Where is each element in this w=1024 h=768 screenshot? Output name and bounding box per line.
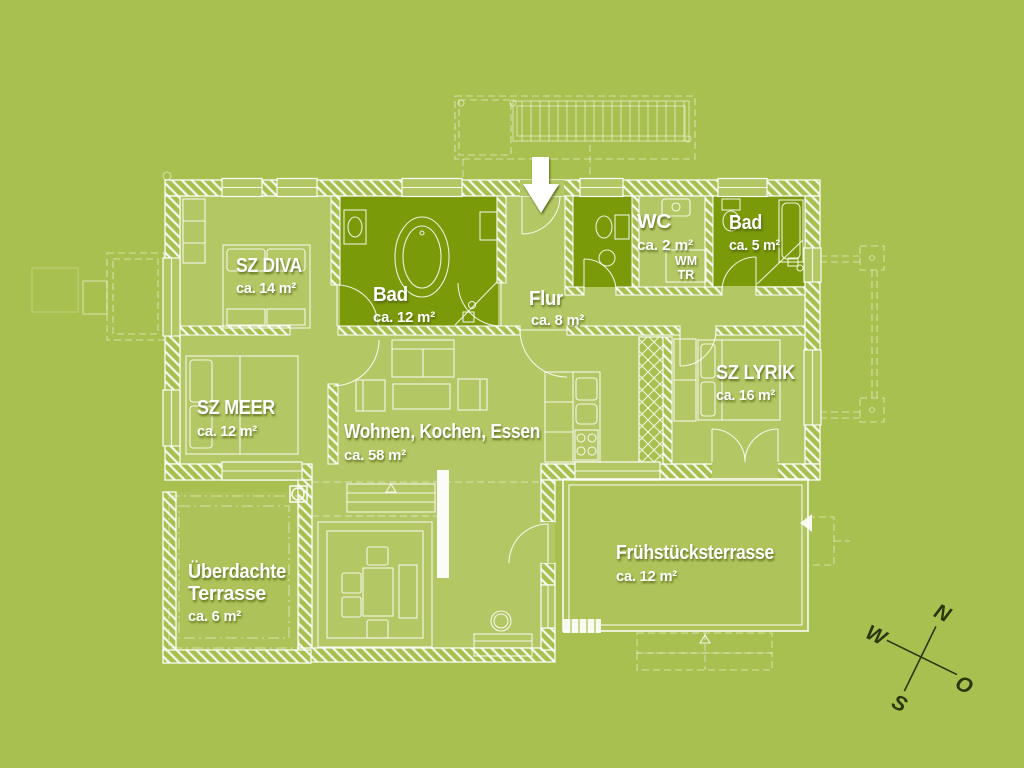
covered-terrace-floor	[176, 492, 300, 652]
label-flur-area: ca. 8 m²	[531, 312, 584, 329]
coffee-table-icon	[392, 383, 451, 410]
interior-doors	[332, 256, 757, 387]
label-sz-lyrik-area: ca. 16 m²	[716, 387, 775, 404]
label-wm: WM	[675, 254, 697, 268]
hwr-fixtures	[661, 198, 707, 283]
sz-meer-furniture	[185, 355, 299, 455]
label-sz-lyrik: SZ LYRIK	[716, 362, 796, 384]
toilet-icon	[614, 214, 630, 240]
armchair-icon	[355, 379, 386, 412]
extension-furniture	[312, 470, 541, 657]
sink-icon	[343, 209, 367, 245]
label-wohnen-area: ca. 58 m²	[344, 447, 406, 464]
stove-icon	[574, 429, 599, 461]
extension-east-door-window	[508, 522, 556, 629]
label-terrasse-ueberdacht-1: Überdachte	[188, 560, 286, 583]
kitchen-sink-icon	[575, 377, 598, 401]
room-fill-wc	[567, 196, 632, 287]
living-furniture	[355, 339, 488, 412]
washbasin-icon	[598, 249, 616, 267]
sz-lyrik-furniture	[673, 338, 781, 422]
label-flur: Flur	[529, 288, 563, 310]
breakfast-terrace-floor	[563, 479, 808, 631]
east-pergola	[820, 245, 885, 423]
label-sz-meer-area: ca. 12 m²	[197, 423, 257, 440]
room-fill-bad-gross	[340, 196, 498, 326]
entrance-arrow	[523, 157, 559, 213]
sz-lyrik-double-door	[711, 428, 779, 480]
kitchen-icons	[544, 371, 601, 463]
bathtub-icon	[394, 216, 450, 298]
covered-terrace-outline	[168, 495, 300, 649]
bad-gross-fixtures	[343, 209, 498, 326]
shower-icon	[454, 281, 498, 326]
rug	[317, 521, 433, 648]
windows-doors	[162, 177, 822, 629]
entrance-stairs	[454, 95, 696, 194]
wc-fixtures	[595, 214, 630, 267]
furniture	[182, 198, 804, 657]
label-fruehstuecksterrasse-area: ca. 12 m²	[616, 568, 677, 585]
label-bad-klein: Bad	[729, 212, 762, 234]
label-bad-gross: Bad	[373, 284, 408, 306]
label-sz-meer: SZ MEER	[197, 397, 276, 419]
window-row-south	[221, 461, 661, 481]
mirror-icon	[490, 610, 512, 632]
bench-icon	[398, 564, 418, 619]
label-bad-klein-area: ca. 5 m²	[729, 237, 780, 254]
window-row-west	[162, 257, 181, 447]
label-terrasse-ueberdacht-area: ca. 6 m²	[188, 608, 241, 625]
label-wc-area: ca. 2 m²	[637, 237, 693, 254]
window-row-north	[221, 177, 768, 198]
label-sz-diva: SZ DIVA	[236, 255, 302, 277]
label-sz-diva-area: ca. 14 m²	[236, 280, 296, 297]
wm-tr-closet	[665, 249, 707, 283]
window-row-east	[803, 247, 822, 426]
label-tr: TR	[678, 268, 695, 282]
pillar	[437, 470, 449, 578]
terraces	[168, 478, 850, 671]
label-bad-gross-area: ca. 12 m²	[373, 309, 435, 326]
braced-wall	[638, 336, 664, 465]
label-fruehstuecksterrasse: Frühstücksterrasse	[616, 542, 774, 564]
label-wc: WC	[637, 211, 671, 233]
breakfast-terrace-outline	[562, 478, 850, 671]
label-wohnen: Wohnen, Kochen, Essen	[344, 421, 540, 443]
exterior-structures	[31, 95, 885, 423]
room-fill-bad-klein	[712, 196, 805, 286]
sz-diva-furniture	[182, 198, 311, 329]
bad-klein-fixtures	[721, 198, 804, 285]
dining-table-icon	[362, 567, 394, 617]
labels: SZ DIVA ca. 14 m² Bad ca. 12 m² Flur ca.…	[188, 157, 796, 625]
extension-floor	[312, 466, 541, 650]
label-terrasse-ueberdacht-2: Terrasse	[188, 583, 266, 605]
